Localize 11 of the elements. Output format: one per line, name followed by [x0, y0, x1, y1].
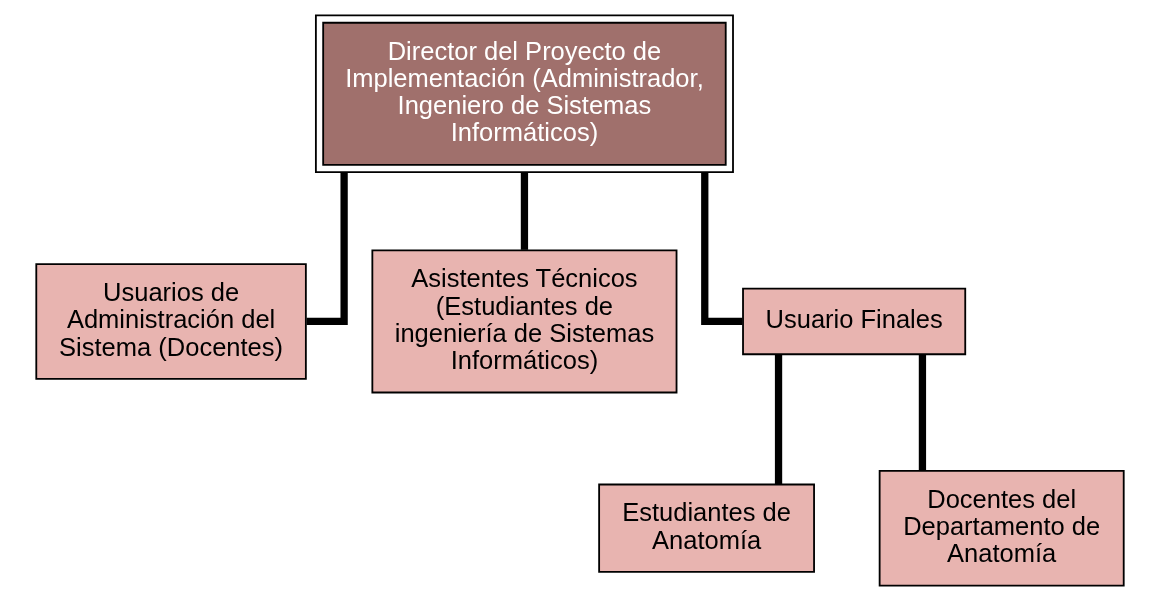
node-box: Usuarios de Administración del Sistema (Docentes) — [35, 263, 307, 380]
node-box: Asistentes Técnicos (Estudiantes de ingeniería de Sistemas Informáticos) — [371, 249, 678, 394]
connector — [774, 354, 783, 485]
node-box: Estudiantes de Anatomía — [598, 483, 815, 573]
node-box: Director del Proyecto de Implementación (Administrador, Ingeniero de Sistemas Informáticos) — [314, 14, 734, 173]
connector — [701, 172, 743, 326]
connector — [306, 172, 348, 326]
node-box: Usuario Finales — [742, 287, 967, 356]
connector — [520, 172, 529, 250]
node-box: Docentes del Departamento de Anatomía — [878, 469, 1125, 587]
connector — [918, 354, 927, 470]
